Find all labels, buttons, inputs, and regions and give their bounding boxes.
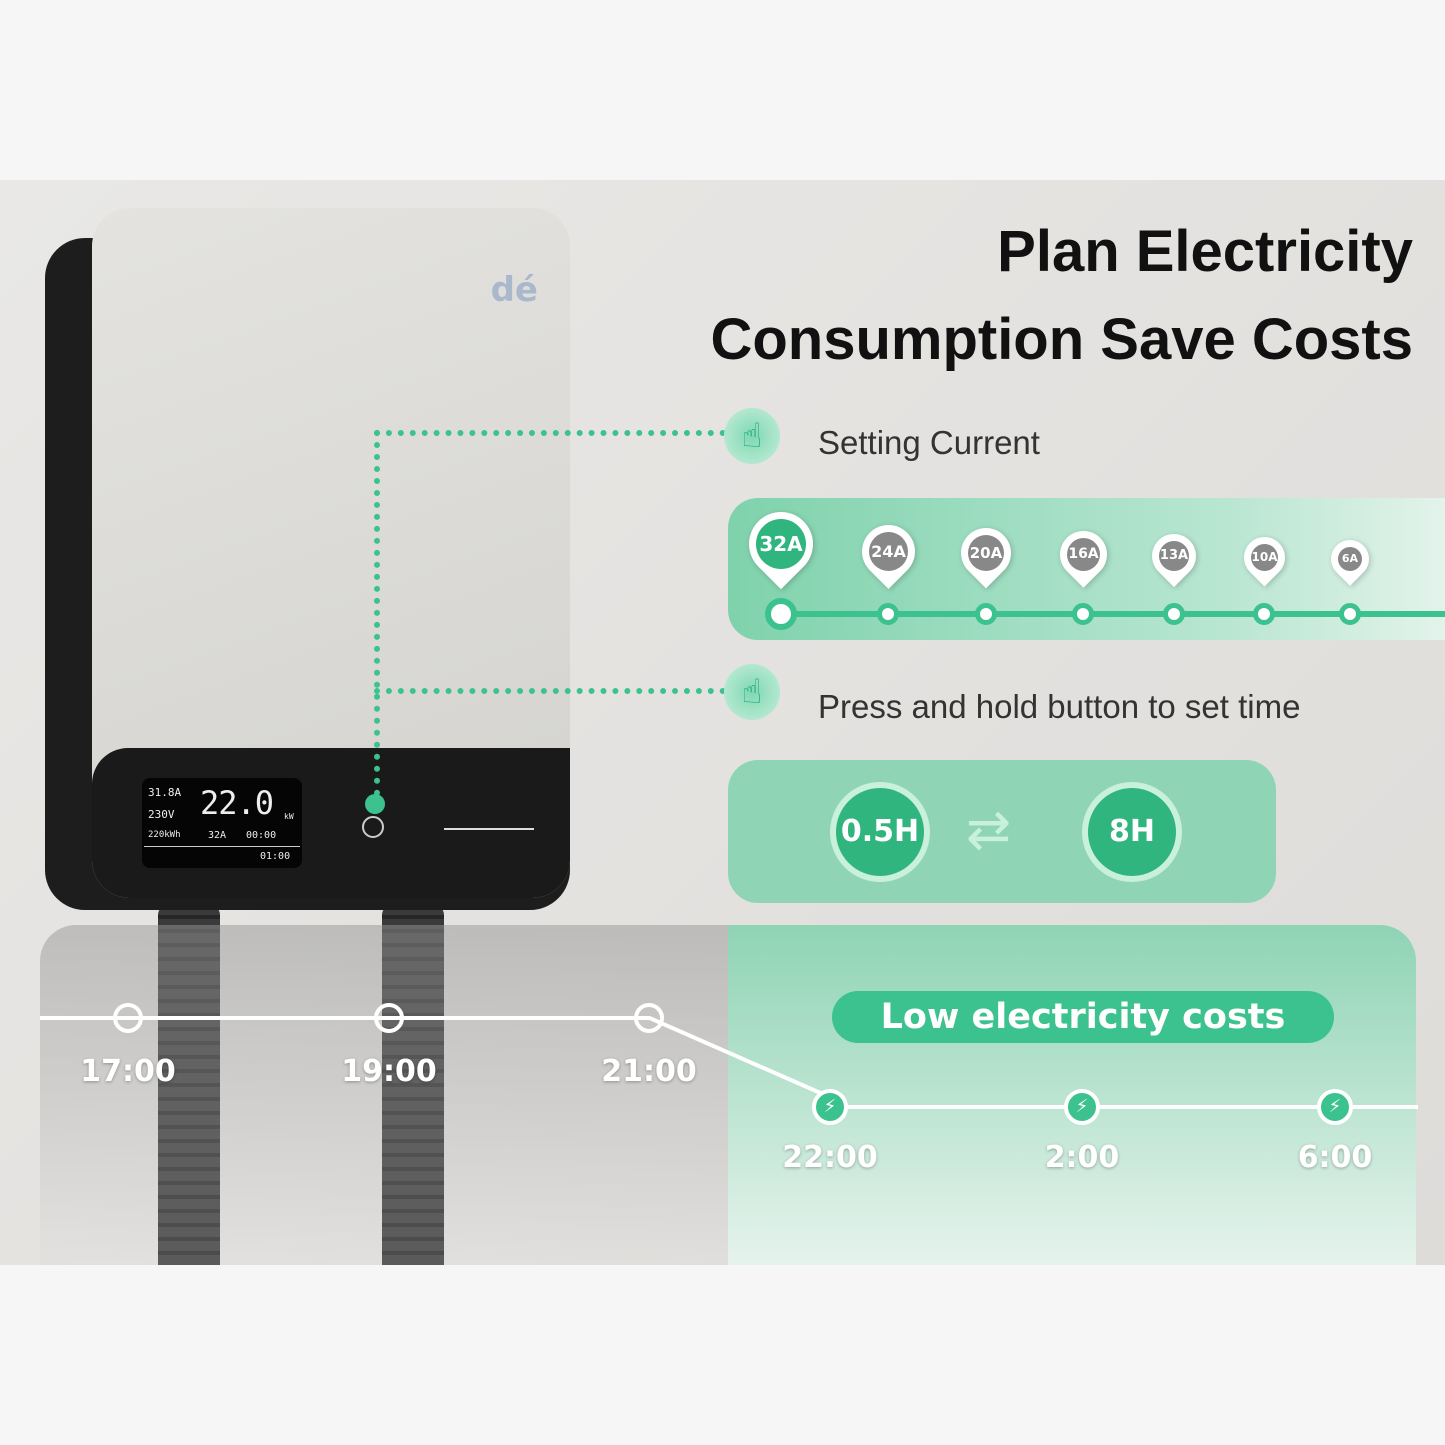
- lcd-current: 31.8A: [148, 786, 182, 799]
- setting-current-label: Setting Current: [818, 424, 1040, 461]
- current-option-label: 10A: [1250, 544, 1278, 571]
- current-option-label: 16A: [1066, 538, 1100, 571]
- current-option-label: 13A: [1159, 541, 1189, 571]
- timer-max: 8H: [1109, 814, 1155, 849]
- brand-logo: dé: [490, 270, 538, 310]
- page-title: Plan Electricity Consumption Save Costs: [710, 208, 1413, 384]
- track-node: [975, 603, 997, 625]
- current-option-label: 6A: [1338, 547, 1362, 571]
- peak-panel: [40, 925, 730, 1265]
- peak-timeline: [40, 1016, 650, 1020]
- lcd-energy: 220kWh: [148, 830, 181, 840]
- track-node: [1072, 603, 1094, 625]
- time-node: [113, 1003, 143, 1033]
- peak-time: 17:00: [80, 1054, 176, 1089]
- dotted-connector-current: [374, 430, 726, 796]
- low-time: 6:00: [1297, 1140, 1373, 1175]
- lcd-timer: 00:00: [246, 830, 277, 841]
- alarm-clock-max: 8H: [1082, 782, 1182, 882]
- current-option-label: 32A: [756, 519, 806, 569]
- lightning-icon: ⚡: [812, 1089, 848, 1125]
- lightning-icon: ⚡: [1317, 1089, 1353, 1125]
- track-node: [1253, 603, 1275, 625]
- lcd-divider: [144, 846, 300, 847]
- current-option-label: 24A: [868, 532, 908, 571]
- track-node: [1339, 603, 1361, 625]
- track-node: [765, 598, 797, 630]
- alarm-clock-min: 0.5H: [830, 782, 930, 882]
- lcd-power-unit: kW: [284, 812, 294, 821]
- track-node: [877, 603, 899, 625]
- timer-range: 0.5H ⇄ 8H: [728, 760, 1276, 903]
- led-strip: [444, 828, 534, 830]
- lcd-clock: 01:00: [260, 851, 291, 862]
- low-timeline: [830, 1105, 1418, 1109]
- title-line1: Plan Electricity: [997, 219, 1413, 284]
- low-cost-badge: Low electricity costs: [832, 991, 1334, 1043]
- lightning-icon: ⚡: [1064, 1089, 1100, 1125]
- control-button[interactable]: [362, 816, 384, 838]
- current-option-label: 20A: [968, 535, 1004, 571]
- time-node: [634, 1003, 664, 1033]
- peak-time: 21:00: [601, 1054, 697, 1089]
- low-time: 22:00: [782, 1140, 878, 1175]
- timer-min: 0.5H: [840, 814, 920, 849]
- hand-tap-icon: ☝: [724, 408, 780, 464]
- low-time: 2:00: [1044, 1140, 1120, 1175]
- control-bar: 31.8A 230V 220kWh 22.0 kW 32A 00:00 01:0…: [92, 748, 570, 898]
- button-indicator: [365, 794, 385, 814]
- track-node: [1163, 603, 1185, 625]
- current-track: [780, 611, 1445, 617]
- swap-arrows-icon: ⇄: [966, 798, 1012, 861]
- timer-label: Press and hold button to set time: [818, 688, 1301, 725]
- title-line2: Consumption Save Costs: [710, 307, 1413, 372]
- ev-charger: dé 31.8A 230V 220kWh 22.0 kW 32A 00:00 0…: [92, 208, 570, 898]
- peak-time: 19:00: [341, 1054, 437, 1089]
- dotted-connector-time: [374, 688, 726, 694]
- time-node: [374, 1003, 404, 1033]
- hand-press-icon: ☝: [724, 664, 780, 720]
- lcd-display: 31.8A 230V 220kWh 22.0 kW 32A 00:00 01:0…: [142, 778, 302, 868]
- lcd-power: 22.0: [200, 784, 274, 822]
- lcd-set-current: 32A: [208, 830, 227, 841]
- lcd-voltage: 230V: [148, 808, 175, 821]
